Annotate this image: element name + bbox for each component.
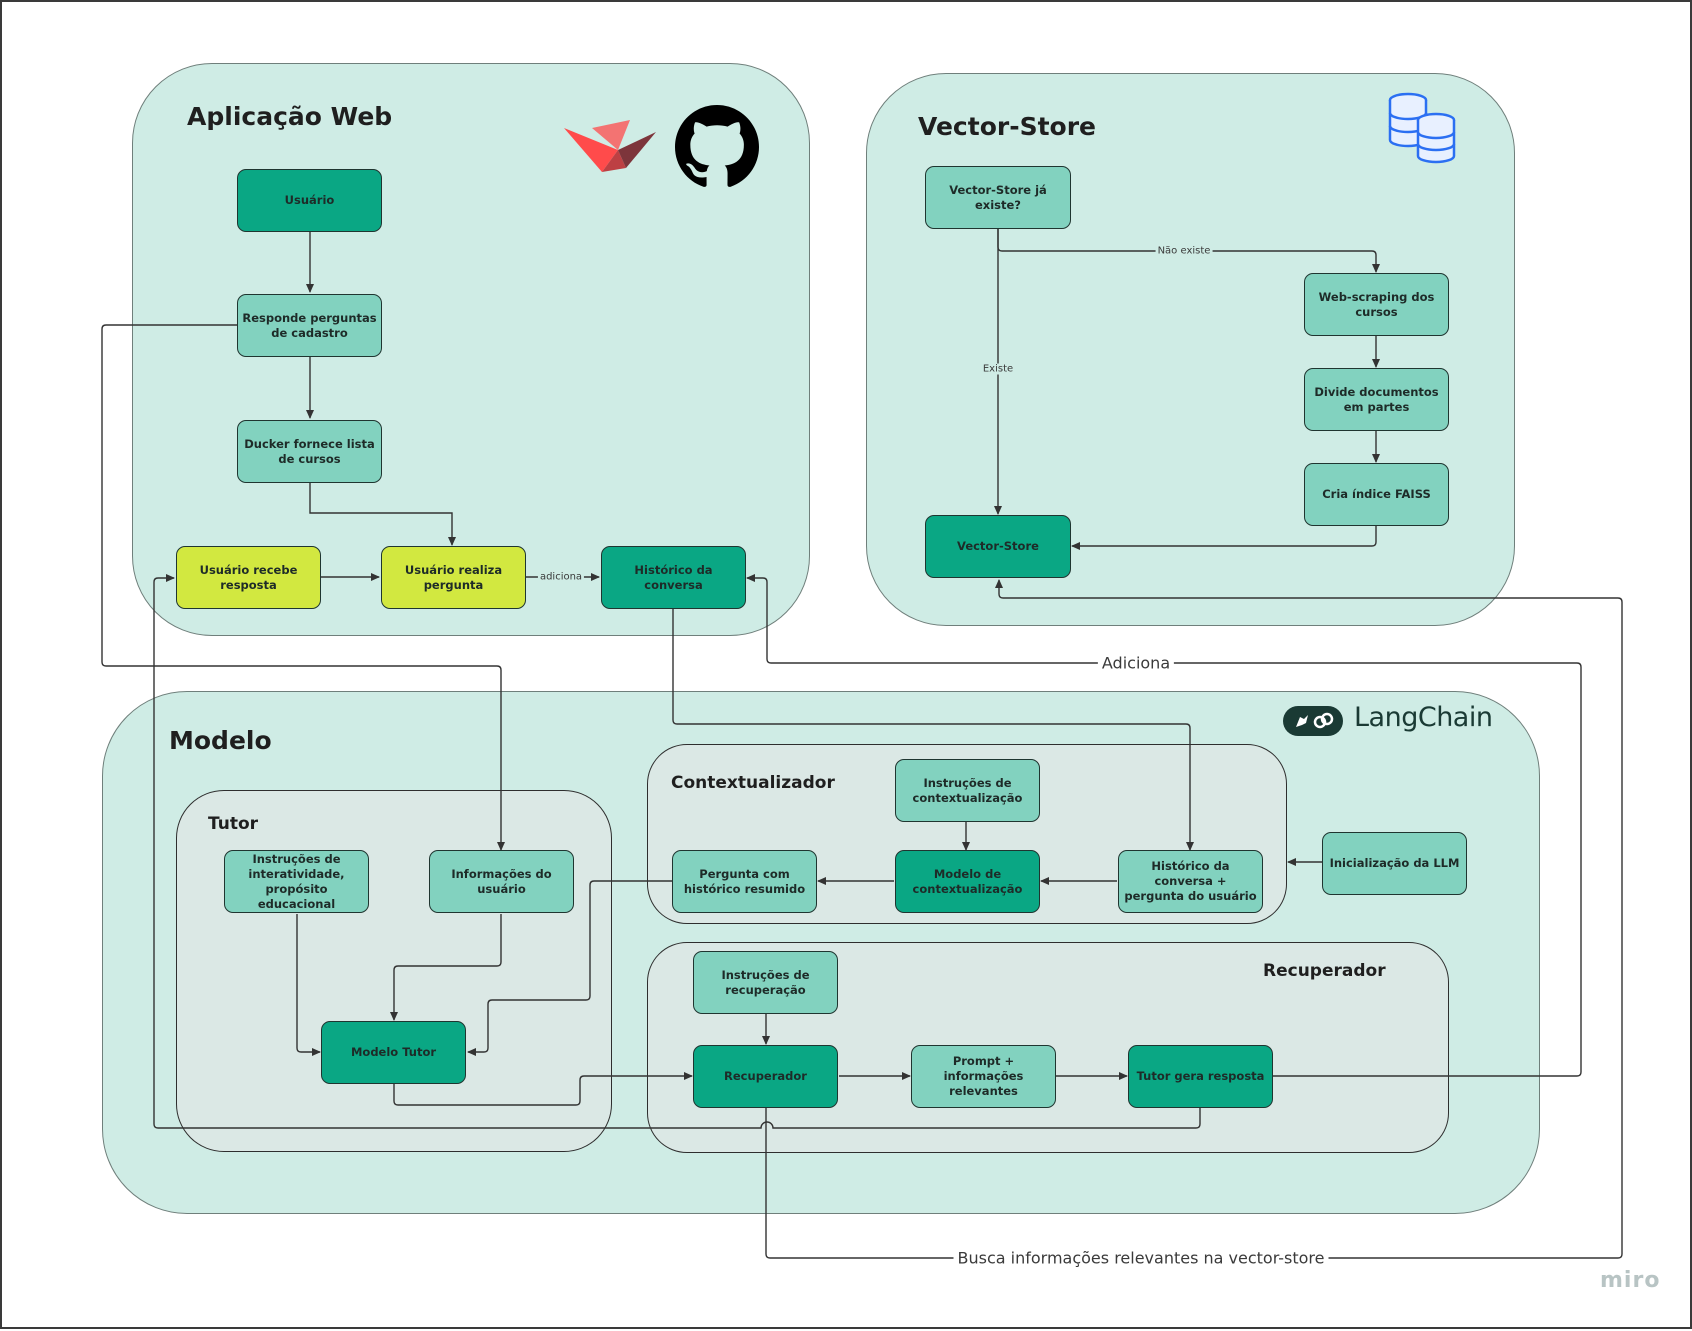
miro-watermark: miro xyxy=(1600,1268,1661,1293)
node-informacoes-usuario: Informações do usuário xyxy=(429,850,574,913)
edge-label-busca: Busca informações relevantes na vector-s… xyxy=(953,1248,1329,1268)
region-model-title: Modelo xyxy=(169,726,272,755)
subregion-tutor xyxy=(176,790,612,1152)
subregion-tutor-title: Tutor xyxy=(208,814,259,834)
node-instrucoes-contextualizacao: Instruções de contextualização xyxy=(895,759,1040,822)
node-instrucoes-interatividade: Instruções de interatividade, propósito … xyxy=(224,850,369,913)
streamlit-logo xyxy=(564,120,656,172)
node-web-scraping: Web-scraping dos cursos xyxy=(1304,273,1449,336)
edge-label-adiciona: Adiciona xyxy=(1097,653,1175,673)
node-vector-store: Vector-Store xyxy=(925,515,1071,578)
edge-label-adiciona-small: adiciona xyxy=(537,571,585,583)
langchain-logo-text: LangChain xyxy=(1354,702,1493,733)
langchain-icon xyxy=(1283,706,1343,736)
node-modelo-contextualizacao: Modelo de contextualização xyxy=(895,850,1040,913)
node-inicializacao-llm: Inicialização da LLM xyxy=(1322,832,1467,895)
edge-label-nao-existe: Não existe xyxy=(1155,245,1213,257)
github-logo xyxy=(675,105,759,187)
node-vector-store-existe: Vector-Store já existe? xyxy=(925,166,1071,229)
node-usuario: Usuário xyxy=(237,169,382,232)
node-modelo-tutor: Modelo Tutor xyxy=(321,1021,466,1084)
node-cria-indice-faiss: Cria índice FAISS xyxy=(1304,463,1449,526)
node-pergunta-historico-resumido: Pergunta com histórico resumido xyxy=(672,850,817,913)
node-divide-documentos: Divide documentos em partes xyxy=(1304,368,1449,431)
node-responde-perguntas: Responde perguntas de cadastro xyxy=(237,294,382,357)
node-prompt-informacoes: Prompt + informações relevantes xyxy=(911,1045,1056,1108)
node-ducker-cursos: Ducker fornece lista de cursos xyxy=(237,420,382,483)
node-historico-conversa: Histórico da conversa xyxy=(601,546,746,609)
node-usuario-realiza-pergunta: Usuário realiza pergunta xyxy=(381,546,526,609)
node-historico-pergunta-usuario: Histórico da conversa + pergunta do usuá… xyxy=(1118,850,1263,913)
region-web-app-title: Aplicação Web xyxy=(187,102,393,131)
edge-label-existe: Existe xyxy=(980,363,1016,375)
node-usuario-recebe-resposta: Usuário recebe resposta xyxy=(176,546,321,609)
node-recuperador: Recuperador xyxy=(693,1045,838,1108)
region-vector-store-title: Vector-Store xyxy=(918,112,1097,141)
subregion-retriever-title: Recuperador xyxy=(1263,961,1386,981)
node-instrucoes-recuperacao: Instruções de recuperação xyxy=(693,951,838,1014)
subregion-contextualizer-title: Contextualizador xyxy=(671,773,835,793)
database-icon xyxy=(1388,92,1456,164)
node-tutor-gera-resposta: Tutor gera resposta xyxy=(1128,1045,1273,1108)
